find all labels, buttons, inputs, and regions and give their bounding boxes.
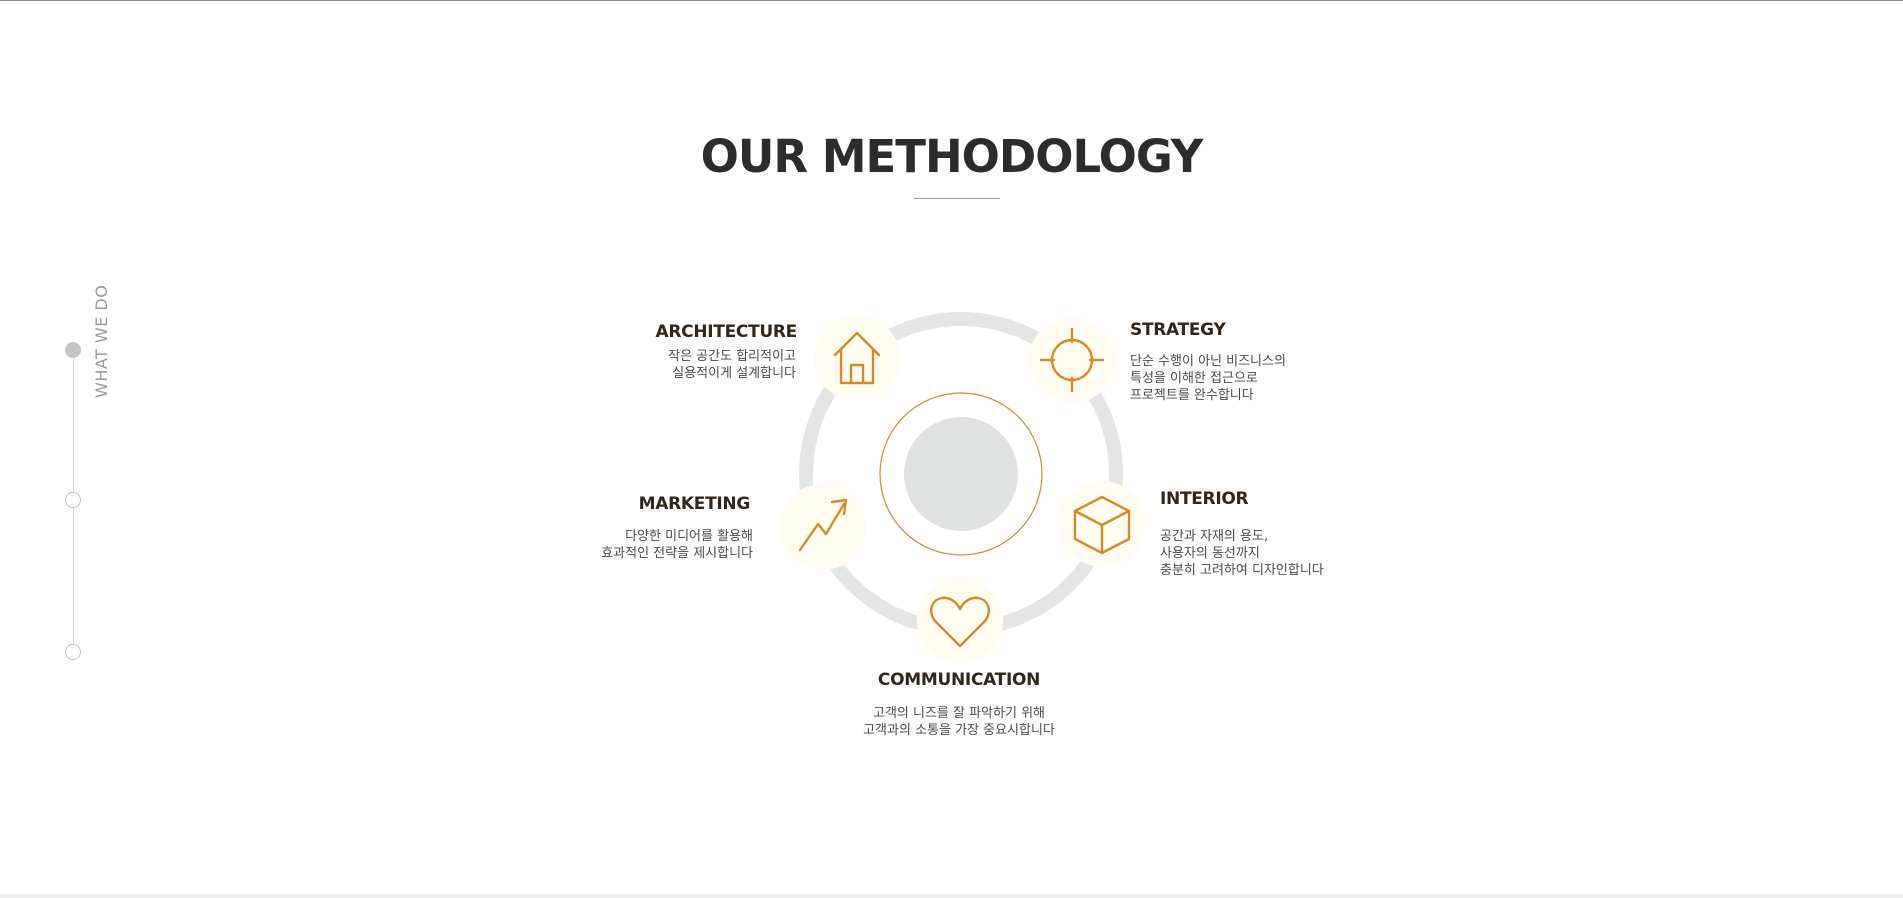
marketing-desc-line: 효과적인 전략을 제시합니다 <box>601 546 753 561</box>
communication-desc-line: 고객과의 소통을 가장 중요시합니다 <box>863 723 1055 738</box>
crosshair-icon <box>1039 327 1105 393</box>
interior-icon-bubble <box>1059 481 1145 567</box>
strategy-icon-bubble <box>1029 317 1115 403</box>
interior-desc-line: 충분히 고려하여 디자인합니다 <box>1160 563 1324 578</box>
architecture-description: 작은 공간도 합리적이고 실용적이게 설계합니다 <box>668 348 796 382</box>
interior-desc-line: 사용자의 동선까지 <box>1160 546 1260 561</box>
strategy-desc-line: 프로젝트를 완수합니다 <box>1130 388 1254 403</box>
center-disc <box>904 417 1018 531</box>
interior-desc-line: 공간과 자재의 용도, <box>1160 529 1269 544</box>
trend-up-icon <box>798 498 848 552</box>
heart-icon <box>930 596 990 648</box>
house-icon <box>833 331 881 385</box>
interior-title: INTERIOR <box>1160 489 1249 509</box>
communication-description: 고객의 니즈를 잘 파악하기 위해 고객과의 소통을 가장 중요시합니다 <box>809 705 1109 739</box>
top-divider <box>0 0 1903 1</box>
section-title: OUR METHODOLOGY <box>700 130 1204 183</box>
marketing-title: MARKETING <box>638 494 751 514</box>
strategy-title: STRATEGY <box>1130 320 1226 340</box>
interior-description: 공간과 자재의 용도, 사용자의 동선까지 충분히 고려하여 디자인합니다 <box>1160 528 1324 579</box>
architecture-desc-line: 작은 공간도 합리적이고 <box>668 349 796 364</box>
bottom-divider <box>0 894 1903 898</box>
strategy-desc-line: 단순 수행이 아닌 비즈니스의 <box>1130 354 1286 369</box>
architecture-desc-line: 실용적이게 설계합니다 <box>672 366 796 381</box>
communication-desc-line: 고객의 니즈를 잘 파악하기 위해 <box>872 706 1045 721</box>
nav-dot-2[interactable] <box>65 492 81 508</box>
marketing-description: 다양한 미디어를 활용해 효과적인 전략을 제시합니다 <box>601 528 753 562</box>
strategy-description: 단순 수행이 아닌 비즈니스의 특성을 이해한 접근으로 프로젝트를 완수합니다 <box>1130 353 1286 404</box>
strategy-desc-line: 특성을 이해한 접근으로 <box>1130 371 1258 386</box>
box-icon <box>1073 495 1131 555</box>
communication-title: COMMUNICATION <box>877 670 1041 690</box>
nav-dot-3[interactable] <box>65 644 81 660</box>
communication-icon-bubble <box>917 578 1003 664</box>
marketing-icon-bubble <box>780 484 866 570</box>
marketing-desc-line: 다양한 미디어를 활용해 <box>625 529 753 544</box>
architecture-icon-bubble <box>814 315 900 401</box>
nav-dot-1[interactable] <box>65 342 81 358</box>
architecture-title: ARCHITECTURE <box>655 322 798 342</box>
title-underline <box>914 198 1000 199</box>
